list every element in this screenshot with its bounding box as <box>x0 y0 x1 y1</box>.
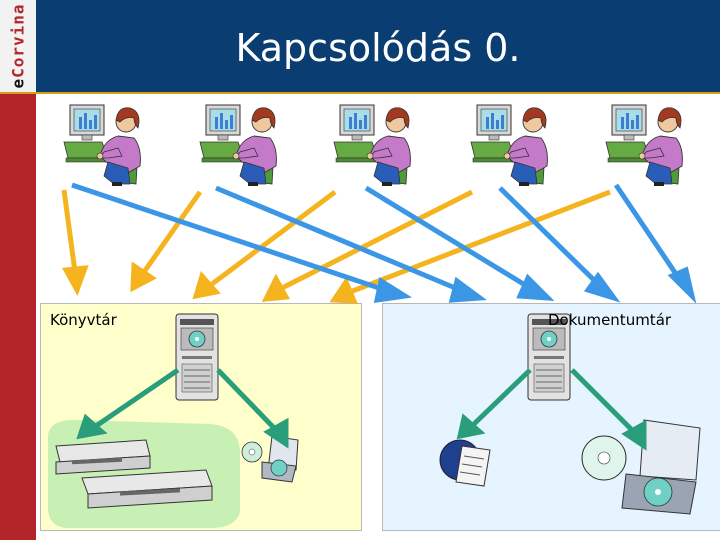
arrow-head <box>61 265 89 297</box>
connection-arrow <box>61 189 78 273</box>
connection-arrow <box>364 185 532 291</box>
connection-arrow <box>210 189 337 287</box>
connection-arrow <box>498 186 602 288</box>
connection-arrow <box>349 189 611 295</box>
arrow-head <box>373 276 413 303</box>
header-bar: Kapcsolódás 0. <box>36 0 720 94</box>
connection-arrow <box>94 367 180 429</box>
connection-arrow <box>141 190 203 274</box>
arrow-head <box>263 417 289 449</box>
connection-arrow <box>613 183 683 282</box>
arrow-head <box>329 276 358 304</box>
slide-title: Kapcsolódás 0. <box>235 26 521 70</box>
arrow-head <box>261 273 291 302</box>
arrow-head <box>130 261 157 293</box>
arrow-head <box>583 271 621 303</box>
connection-arrow <box>570 368 636 434</box>
server-tower-icon <box>175 313 219 401</box>
arrow-head <box>192 270 221 300</box>
arrow-head <box>667 266 697 304</box>
document-repository-label: Dokumentumtár <box>548 311 672 329</box>
vcr-icon <box>55 439 213 509</box>
connection-arrow <box>71 182 386 293</box>
user-at-computer-icon <box>605 104 683 187</box>
connection-arrow <box>472 368 532 426</box>
arrow-head <box>76 413 108 440</box>
logo: eCorvina <box>0 0 36 94</box>
cd-drive-icon <box>241 435 299 483</box>
connection-arrow <box>280 189 474 291</box>
document-stack-icon <box>439 439 491 487</box>
arrow-head <box>456 413 486 440</box>
arrow-head <box>448 276 487 303</box>
user-at-computer-icon <box>333 104 411 187</box>
user-at-computer-icon <box>63 104 141 187</box>
arrow-head <box>621 419 647 451</box>
user-at-computer-icon <box>470 104 548 187</box>
library-label: Könyvtár <box>50 311 117 329</box>
connection-arrow <box>216 368 278 432</box>
cd-drive-icon <box>581 419 701 515</box>
user-at-computer-icon <box>199 104 277 187</box>
arrow-head <box>516 273 555 301</box>
connection-arrow <box>215 185 461 293</box>
